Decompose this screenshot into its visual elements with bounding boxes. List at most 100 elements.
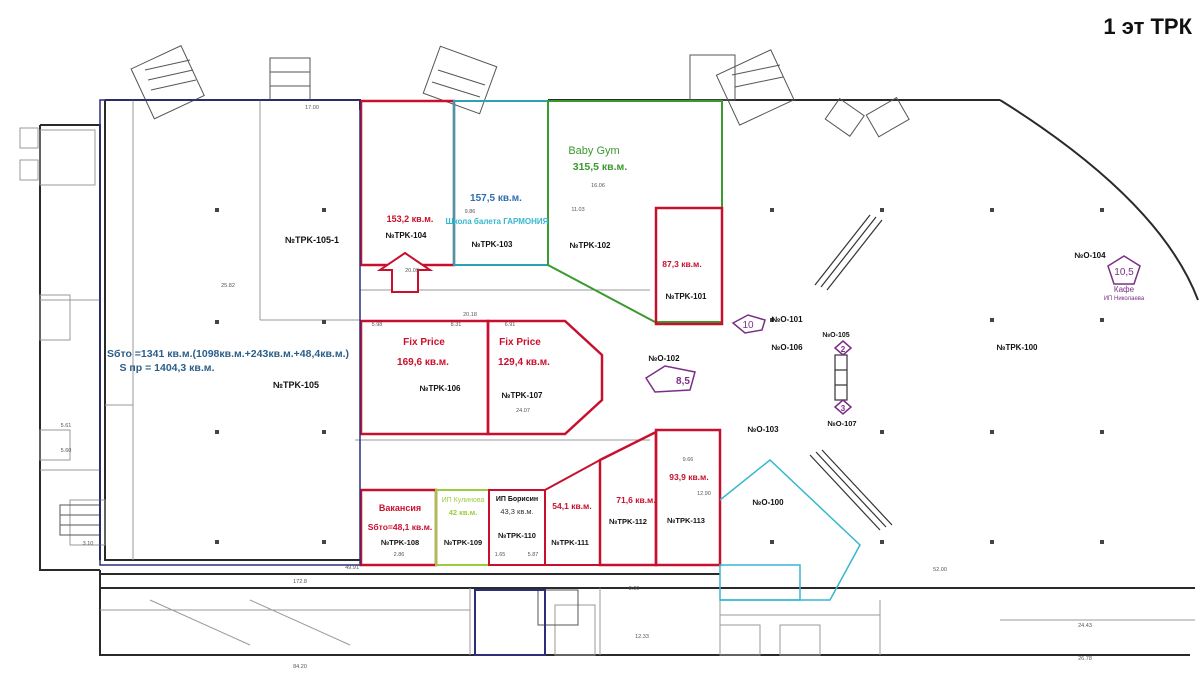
badge-3: 3 <box>841 404 846 413</box>
room-label-trk-111: №TPK-111 <box>551 538 589 547</box>
column-markers <box>215 208 1104 544</box>
dim-label: 52.00 <box>933 567 947 573</box>
escalator-icon <box>809 214 893 531</box>
dim-label: 9.86 <box>465 209 476 215</box>
badge-cafe-shape <box>1107 255 1141 285</box>
dim-label: 25.82 <box>221 283 235 289</box>
room-trk-104[interactable] <box>359 99 456 267</box>
summary-line-2: S пр = 1404,3 кв.м. <box>120 362 215 374</box>
stairs-icon <box>59 45 910 626</box>
badge-2: 2 <box>841 345 846 354</box>
dim-label: 16.06 <box>591 183 605 189</box>
room-label-trk-101: №TPK-101 <box>666 292 707 301</box>
dim-label: 24.43 <box>1078 623 1092 629</box>
room-label-trk-105: №TPK-105 <box>273 380 319 390</box>
cafe-owner: ИП Николаева <box>1104 296 1145 302</box>
room-trk-102[interactable] <box>547 100 723 323</box>
dim-label: 5.87 <box>528 552 539 558</box>
dim-label: 12.33 <box>635 634 649 640</box>
dim-label: 1.65 <box>495 552 506 558</box>
dim-label: 24.07 <box>516 408 530 414</box>
zone-label-o-100: №O-100 <box>752 498 784 507</box>
status-label-trk-108: Вакансия <box>379 503 421 513</box>
room-label-trk-104: №TPK-104 <box>386 231 427 240</box>
cafe-name: Кафе <box>1114 285 1135 294</box>
page-title: 1 эт ТРК <box>1103 14 1192 39</box>
dim-label: 20.18 <box>463 312 477 318</box>
dim-label: 8.31 <box>451 322 462 328</box>
badge-8-5-shape <box>644 365 696 393</box>
area-label-trk-111: 54,1 кв.м. <box>552 501 591 511</box>
tenant-label-trk-109: ИП Кулинова <box>442 497 485 504</box>
badge-10-shape <box>731 314 766 334</box>
summary-line-1: Sбто =1341 кв.м.(1098кв.м.+243кв.м.+48,4… <box>107 348 349 360</box>
dim-label: 49.91 <box>345 565 359 571</box>
building-walls <box>39 99 1199 656</box>
dim-label: 3.10 <box>83 541 94 547</box>
dim-label: 17.00 <box>305 105 319 111</box>
tenant-label-trk-107: Fix Price <box>499 337 541 348</box>
area-label-trk-102: 315,5 кв.м. <box>573 161 628 173</box>
room-label-trk-109: №TPK-109 <box>444 538 482 547</box>
area-label-trk-109: 42 кв.м. <box>449 508 478 517</box>
area-label-trk-107: 129,4 кв.м. <box>498 357 550 368</box>
dim-label: 11.03 <box>571 207 584 213</box>
room-label-trk-113: №TPK-113 <box>667 516 705 525</box>
zone-label-o-104: №O-104 <box>1074 251 1106 260</box>
dim-label: 172.8 <box>293 579 307 585</box>
badge-10: 10 <box>742 320 754 331</box>
area-label-trk-112: 71,6 кв.м. <box>616 495 655 505</box>
badge-3-shape <box>833 399 853 415</box>
room-trk-113[interactable] <box>654 428 722 567</box>
structural-lines <box>19 100 1195 656</box>
tenant-label-trk-102: Baby Gym <box>568 145 619 157</box>
dim-label: 8.00 <box>629 586 640 592</box>
room-trk-101[interactable] <box>654 206 724 326</box>
room-label-trk-102: №TPK-102 <box>570 241 611 250</box>
room-label-trk-100: №TPK-100 <box>997 343 1038 352</box>
dim-label: 84.20 <box>293 664 307 670</box>
area-label-trk-103: 157,5 кв.м. <box>470 193 522 204</box>
tenant-label-trk-103: Школа балета ГАРМОНИЯ <box>446 217 549 226</box>
dim-label: 12.90 <box>697 491 711 497</box>
zone-label-o-103: №O-103 <box>747 425 779 434</box>
arrow-up-icon <box>376 251 434 293</box>
dim-label: 26.78 <box>1078 656 1092 662</box>
zone-o-100[interactable] <box>719 459 861 601</box>
zone-label-o-107: №O-107 <box>827 419 856 428</box>
room-storage[interactable] <box>474 589 546 656</box>
dim-label: 20.09 <box>405 268 419 274</box>
zone-label-o-106: №O-106 <box>771 343 803 352</box>
area-label-trk-106: 169,6 кв.м. <box>397 357 449 368</box>
area-label-trk-110: 43,3 кв.м. <box>500 507 533 516</box>
room-label-trk-103: №TPK-103 <box>472 240 513 249</box>
room-label-trk-107: №TPK-107 <box>502 391 543 400</box>
room-trk-111[interactable] <box>544 458 601 566</box>
room-label-trk-110: №TPK-110 <box>498 531 536 540</box>
badge-8-5: 8,5 <box>676 376 690 387</box>
room-trk-105[interactable] <box>99 99 361 566</box>
room-label-trk-105-1: №TPK-105-1 <box>285 235 339 245</box>
dim-label: 6.91 <box>505 322 516 328</box>
area-label-trk-104: 153,2 кв.м. <box>387 214 434 224</box>
dim-label: 9.66 <box>683 457 694 463</box>
area-label-trk-108: Sбто=48,1 кв.м. <box>368 522 433 532</box>
zone-o-100-annex <box>719 564 801 601</box>
tenant-label-trk-110: ИП Борисин <box>496 496 538 503</box>
dim-label: 2.86 <box>394 552 405 558</box>
badge-cafe-area: 10,5 <box>1114 267 1134 278</box>
dim-label: 5.98 <box>372 322 383 328</box>
tenant-label-trk-106: Fix Price <box>403 337 445 348</box>
area-label-trk-113: 93,9 кв.м. <box>669 472 708 482</box>
room-label-trk-108: №TPK-108 <box>381 538 419 547</box>
zone-label-o-101: №O-101 <box>771 315 803 324</box>
room-label-trk-112: №TPK-112 <box>609 517 647 526</box>
room-label-trk-106: №TPK-106 <box>420 384 461 393</box>
badge-2-shape <box>833 340 853 356</box>
zone-label-o-102: №O-102 <box>648 354 680 363</box>
area-label-trk-101: 87,3 кв.м. <box>662 259 701 269</box>
dim-label: 5.60 <box>61 448 72 454</box>
room-trk-107[interactable] <box>486 319 604 436</box>
zone-label-o-105: №O-105 <box>822 331 849 339</box>
